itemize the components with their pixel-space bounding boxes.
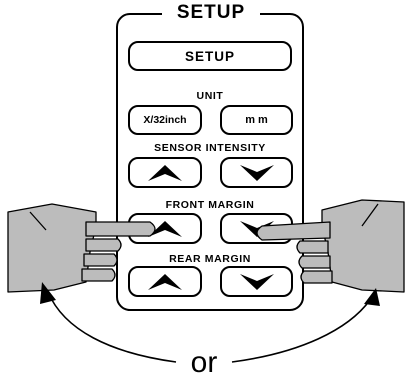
- setup-button-label: SETUP: [184, 48, 235, 64]
- rear-margin-up-button[interactable]: [128, 266, 202, 297]
- arrow-down-icon: [239, 273, 274, 290]
- panel-title: SETUP: [162, 0, 260, 26]
- unit-inch-label: X/32inch: [143, 114, 187, 126]
- front-margin-up-button[interactable]: [128, 213, 202, 244]
- sensor-intensity-down-button[interactable]: [220, 157, 293, 188]
- arrow-down-icon: [239, 164, 274, 181]
- sensor-intensity-label: SENSOR INTENSITY: [154, 142, 266, 154]
- unit-mm-button[interactable]: m m: [220, 105, 293, 135]
- unit-inch-button[interactable]: X/32inch: [128, 105, 202, 135]
- arrow-up-icon: [148, 220, 182, 237]
- arrow-down-icon: [239, 220, 274, 237]
- rear-margin-down-button[interactable]: [220, 266, 293, 297]
- unit-label: UNIT: [196, 90, 224, 102]
- sensor-intensity-up-button[interactable]: [128, 157, 202, 188]
- arrow-up-icon: [148, 164, 182, 181]
- arrow-head-left-icon: [40, 282, 56, 304]
- unit-mm-label: m m: [245, 114, 268, 126]
- rear-margin-label: REAR MARGIN: [169, 253, 251, 265]
- setup-button[interactable]: SETUP: [128, 41, 292, 71]
- front-margin-label: FRONT MARGIN: [165, 199, 255, 211]
- arrow-up-icon: [148, 273, 182, 290]
- front-margin-down-button[interactable]: [220, 213, 293, 244]
- arrow-head-right-icon: [364, 288, 380, 306]
- or-caption: or: [190, 346, 218, 379]
